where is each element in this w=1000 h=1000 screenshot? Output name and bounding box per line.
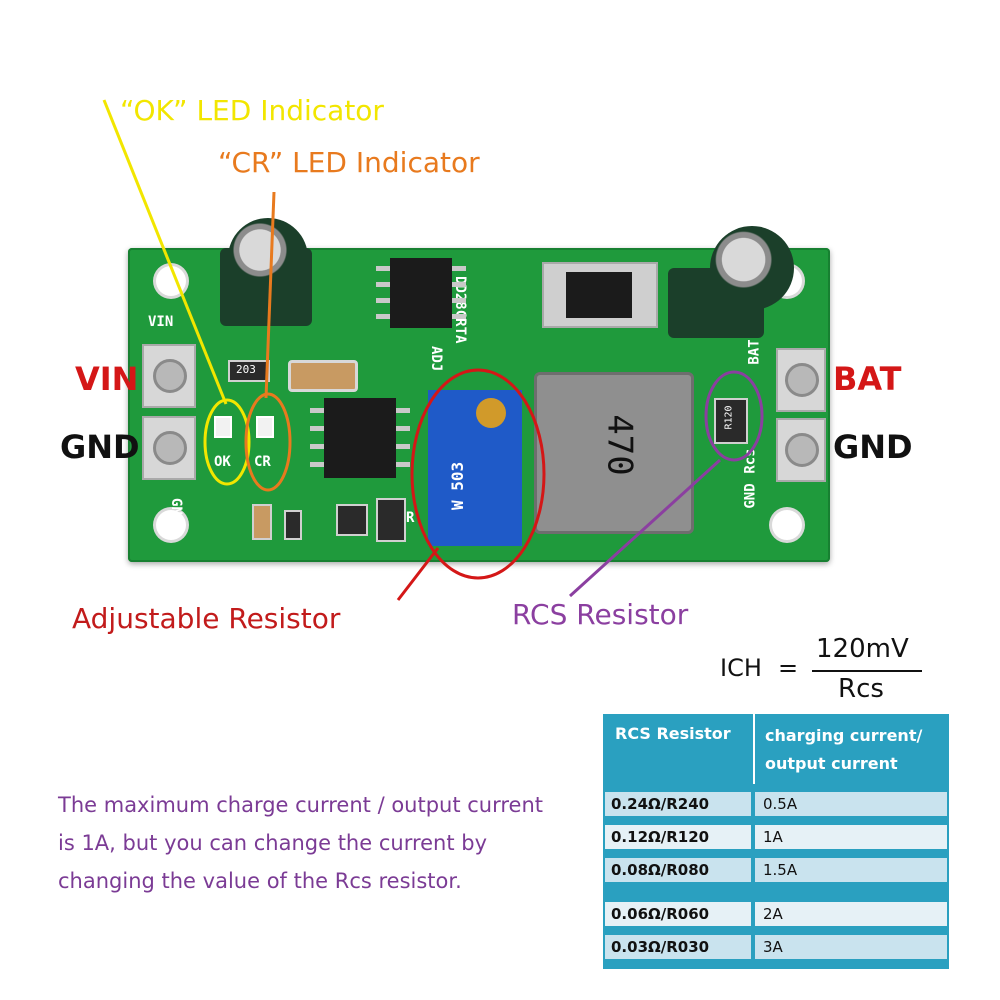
table-cell-current: 0.5A (755, 792, 947, 816)
table-row: 0.12Ω/R120 1A (603, 823, 949, 851)
table-cell-rcs: 0.24Ω/R240 (605, 792, 751, 816)
silk-r: R (406, 510, 415, 526)
table-cell-current: 2A (755, 902, 947, 926)
note-line-3: changing the value of the Rcs resistor. (58, 869, 462, 893)
capacitor-left (228, 218, 308, 298)
formula-fraction-bar (812, 670, 922, 672)
ic-pin (310, 426, 324, 431)
gnd-label-left: GND (60, 428, 140, 466)
silk-ok: OK (214, 454, 231, 470)
bat-terminal-pad (776, 348, 826, 412)
table-header-divider (753, 714, 755, 784)
pcb-board: VIN GND OK CR Rcs BAT GND DD28CRTA ADJ R… (128, 218, 830, 562)
smd-part (252, 504, 272, 540)
formula-equals: = (778, 654, 799, 682)
screw-icon (153, 359, 187, 393)
adjustable-resistor-annotation: Adjustable Resistor (72, 602, 341, 635)
formula-denominator: Rcs (838, 674, 884, 704)
ic-pin (452, 282, 466, 287)
ic-pin (452, 266, 466, 271)
trimmer-knob (476, 398, 506, 428)
note-line-1: The maximum charge current / output curr… (58, 793, 544, 817)
table-header-current: charging current/ output current (765, 726, 923, 773)
ic-pin (376, 298, 390, 303)
ok-led-annotation: “OK” LED Indicator (120, 94, 384, 127)
ic-pin (376, 282, 390, 287)
ok-led-ellipse (203, 398, 251, 486)
table-cell-rcs: 0.03Ω/R030 (605, 935, 751, 959)
ic-pin (396, 444, 410, 449)
formula-lhs: ICH (720, 654, 762, 682)
table-cell-current: 3A (755, 935, 947, 959)
cr-led-annotation: “CR” LED Indicator (218, 146, 480, 179)
adjustable-resistor-ellipse (410, 368, 546, 580)
note-line-2: is 1A, but you can change the current by (58, 831, 488, 855)
charge-current-formula: ICH = 120mV Rcs (720, 632, 940, 712)
table-header-rcs: RCS Resistor (615, 724, 731, 743)
ic-pin (376, 314, 390, 319)
table-row: 0.08Ω/R080 1.5A (603, 856, 949, 884)
table-cell-rcs: 0.08Ω/R080 (605, 858, 751, 882)
resistor-203: 203 (228, 360, 270, 382)
table-cell-current: 1A (755, 825, 947, 849)
gnd-terminal-pad-right (776, 418, 826, 482)
screw-icon (785, 363, 819, 397)
table-cell-rcs: 0.06Ω/R060 (605, 902, 751, 926)
ic-pin (310, 462, 324, 467)
adjustable-leader-line (396, 547, 440, 601)
ok-leader-line (102, 99, 228, 405)
ic-pin (452, 298, 466, 303)
table-cell-current: 1.5A (755, 858, 947, 882)
screw-icon (153, 431, 187, 465)
vin-label: VIN (75, 360, 139, 398)
rcs-resistor: R120 (714, 398, 748, 444)
table-row: 0.06Ω/R060 2A (603, 900, 949, 928)
ic-upper (390, 258, 452, 328)
rcs-leader-line (568, 458, 722, 598)
rcs-resistor-annotation: RCS Resistor (512, 598, 689, 631)
cr-leader-line (264, 191, 276, 399)
resistor-code: 203 (236, 363, 256, 376)
vin-terminal-pad (142, 344, 196, 408)
trimmer-potentiometer: W 503 (428, 390, 522, 546)
mount-hole (772, 510, 802, 540)
diode-body (566, 272, 632, 318)
formula-numerator: 120mV (816, 634, 909, 664)
ic-pin (452, 314, 466, 319)
ic-lower (324, 398, 396, 478)
ic-pin (310, 444, 324, 449)
capacitor-right (710, 226, 794, 310)
ic-pin (396, 408, 410, 413)
gnd-label-right: GND (833, 428, 913, 466)
silk-vin: VIN (148, 314, 174, 330)
ic-pin (376, 266, 390, 271)
ic-pin (396, 426, 410, 431)
cr-led (256, 416, 274, 438)
rcs-current-table: RCS Resistor charging current/ output cu… (603, 714, 949, 969)
ok-led (214, 416, 232, 438)
cr-led-ellipse (244, 392, 292, 492)
table-cell-rcs: 0.12Ω/R120 (605, 825, 751, 849)
bat-label: BAT (833, 360, 902, 398)
table-row: 0.03Ω/R030 3A (603, 933, 949, 961)
screw-icon (785, 433, 819, 467)
rcs-resistor-ellipse (704, 370, 764, 462)
smd-part (376, 498, 406, 542)
gnd-terminal-pad-left (142, 416, 196, 480)
smd-part (336, 504, 368, 536)
mount-hole (156, 510, 186, 540)
diode (542, 262, 658, 328)
current-note: The maximum charge current / output curr… (58, 786, 598, 900)
smd-capacitor (288, 360, 358, 392)
table-body: 0.24Ω/R240 0.5A 0.12Ω/R120 1A 0.08Ω/R080… (603, 790, 949, 969)
ic-pin (310, 408, 324, 413)
ic-pin (396, 462, 410, 467)
table-row: 0.24Ω/R240 0.5A (603, 790, 949, 818)
silk-cr: CR (254, 454, 271, 470)
smd-part (284, 510, 302, 540)
